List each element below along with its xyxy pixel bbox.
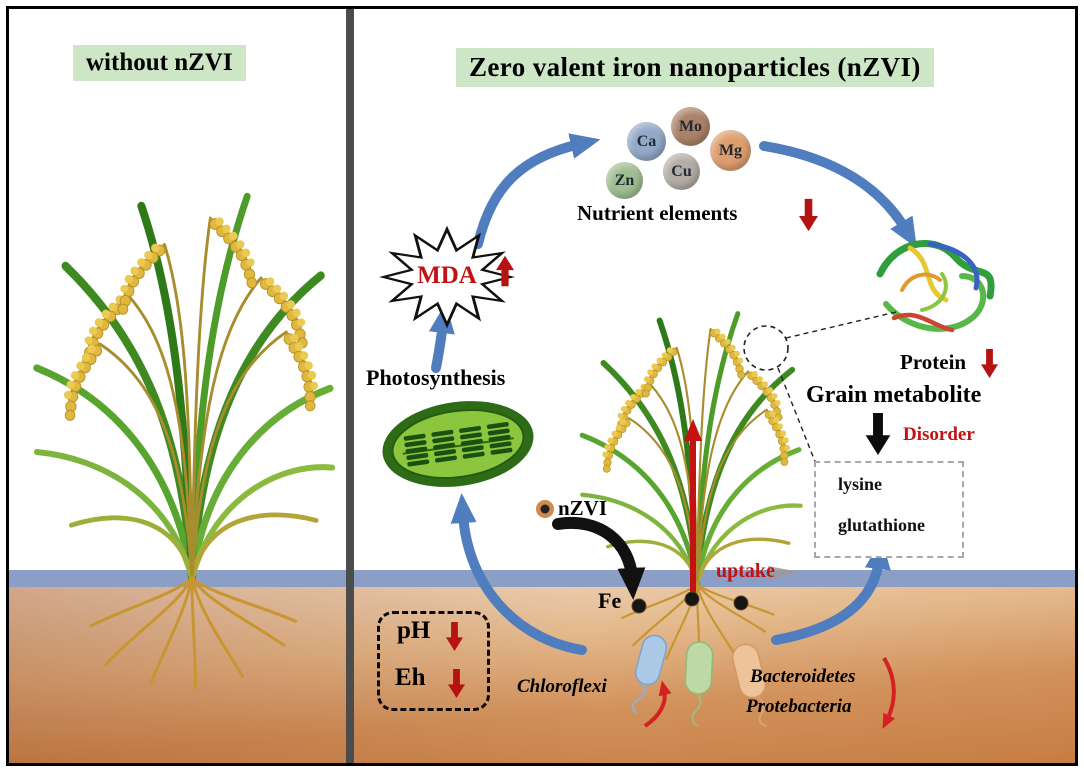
nutrient-down-arrow bbox=[799, 198, 818, 232]
nzvi-particle-icon bbox=[536, 500, 554, 518]
element-mg-label: Mg bbox=[718, 141, 743, 159]
photosynthesis-label: Photosynthesis bbox=[366, 365, 506, 390]
left-title-text: without nZVI bbox=[86, 49, 233, 76]
fe-label: Fe bbox=[598, 588, 622, 613]
disorder-label: Disorder bbox=[903, 424, 975, 445]
ph-label: pH bbox=[397, 617, 431, 644]
bacteroidetes-label: Bacteroidetes bbox=[750, 666, 856, 687]
figure-frame: without nZVI Zero valent iron nanopartic… bbox=[6, 6, 1078, 766]
mda-label: MDA bbox=[417, 262, 477, 289]
nzvi-label: nZVI bbox=[558, 496, 608, 520]
metabolite-item-lysine: lysine bbox=[838, 474, 883, 494]
water-line bbox=[9, 570, 1075, 587]
mda-up-arrow bbox=[496, 255, 514, 287]
protein-label: Protein bbox=[900, 350, 967, 374]
element-zn-label: Zn bbox=[614, 171, 635, 189]
element-cu-label: Cu bbox=[671, 162, 692, 180]
eh-label: Eh bbox=[395, 664, 426, 691]
chloroflexi-label: Chloroflexi bbox=[517, 676, 607, 697]
protein-down-arrow bbox=[981, 349, 998, 378]
right-title-text: Zero valent iron nanoparticles (nZVI) bbox=[469, 52, 921, 82]
element-circle-ca: Ca bbox=[627, 122, 666, 161]
element-ca-label: Ca bbox=[636, 132, 657, 150]
soil-band bbox=[9, 587, 1075, 763]
protein-ribbon-icon bbox=[876, 240, 995, 333]
left-panel-title: without nZVI bbox=[73, 45, 246, 81]
metabolite-box: lysine glutathione bbox=[814, 461, 964, 558]
metabolite-down-arrow bbox=[865, 413, 891, 455]
ph-eh-box bbox=[377, 611, 490, 711]
panel-divider bbox=[346, 9, 354, 763]
element-circle-cu: Cu bbox=[663, 153, 700, 190]
right-panel-title: Zero valent iron nanoparticles (nZVI) bbox=[456, 48, 934, 87]
protebacteria-label: Protebacteria bbox=[746, 696, 852, 717]
metabolite-item-glutathione: glutathione bbox=[838, 515, 926, 535]
element-circle-zn: Zn bbox=[606, 162, 643, 199]
chloroplast-icon bbox=[382, 401, 534, 487]
figure-canvas: without nZVI Zero valent iron nanopartic… bbox=[9, 9, 1075, 763]
element-mo-label: Mo bbox=[678, 117, 703, 135]
grain-metabolite-label: Grain metabolite bbox=[806, 382, 982, 408]
element-circle-mo: Mo bbox=[671, 107, 710, 146]
element-circle-mg: Mg bbox=[710, 130, 751, 171]
uptake-label: uptake bbox=[716, 560, 775, 582]
nutrient-elements-label: Nutrient elements bbox=[577, 201, 738, 225]
